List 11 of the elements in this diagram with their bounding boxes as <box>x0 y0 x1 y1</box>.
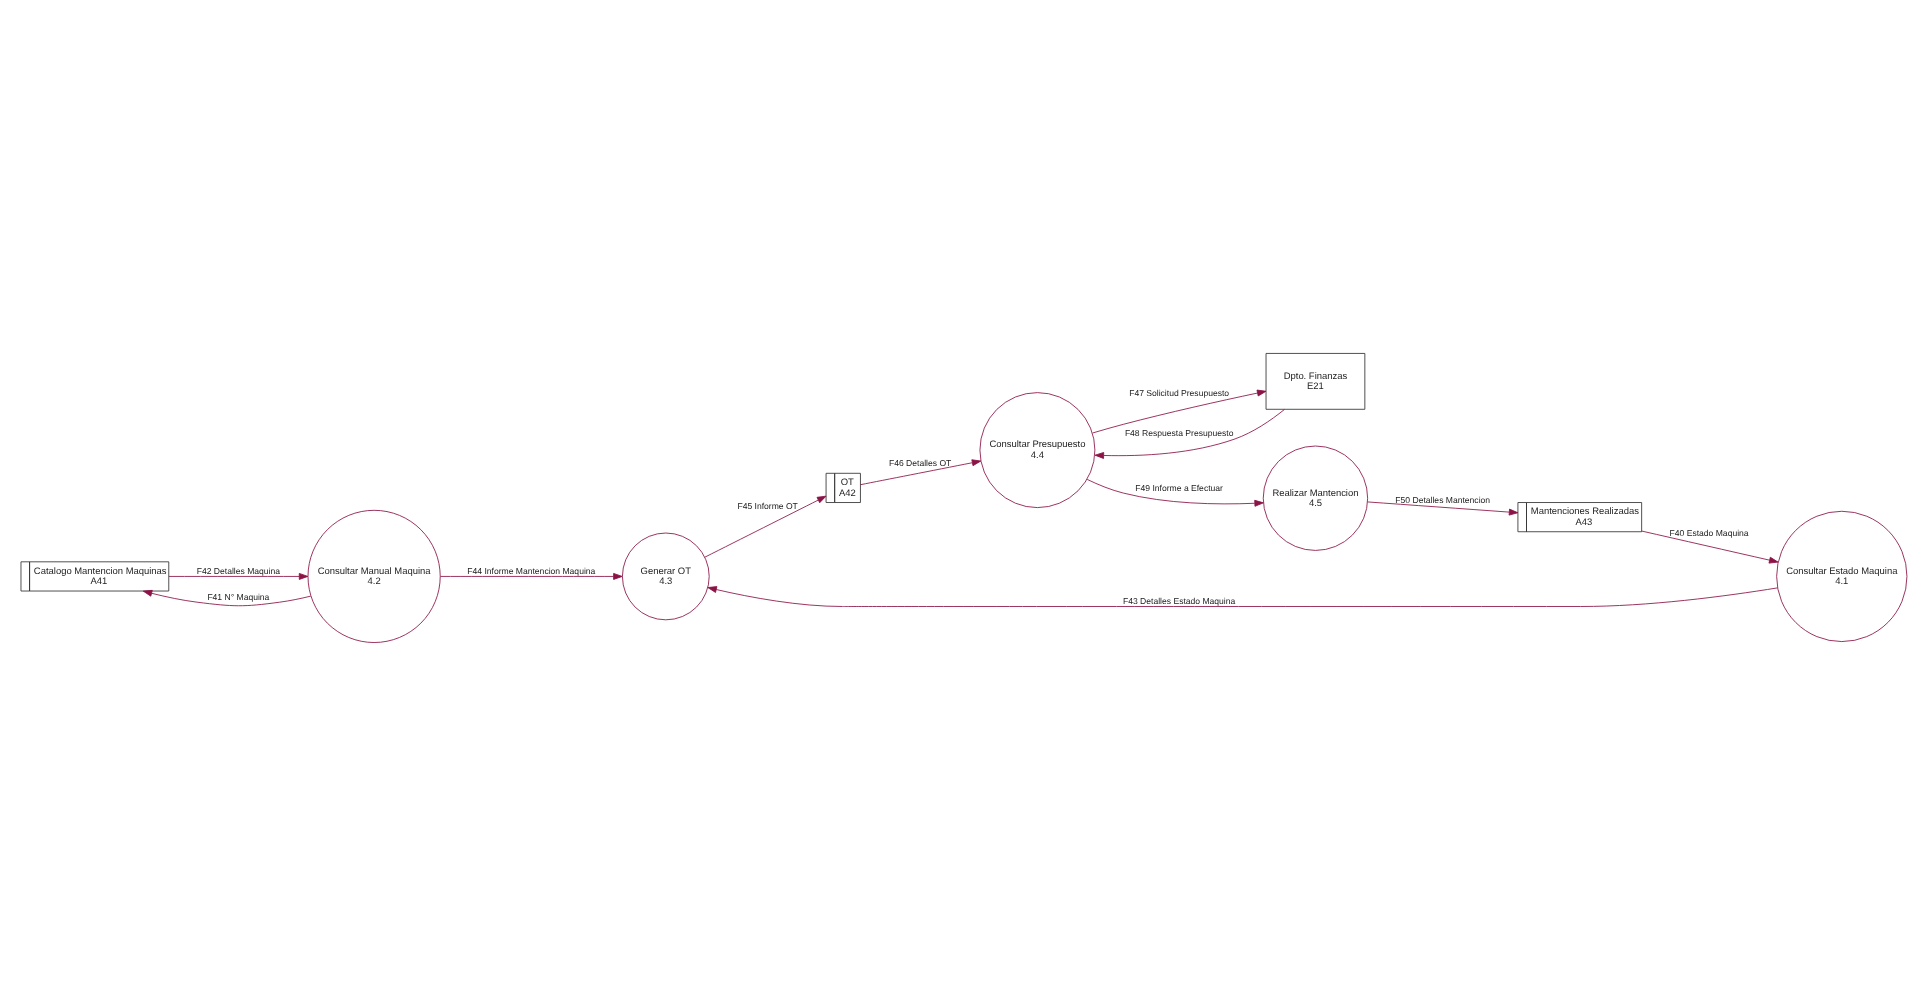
arrow <box>440 573 623 580</box>
arrow <box>860 459 982 486</box>
arrow <box>1367 501 1519 516</box>
arrow <box>707 586 1778 607</box>
arrow <box>704 495 827 558</box>
arrow <box>142 589 312 607</box>
arrow <box>168 573 309 580</box>
arrow <box>1641 530 1779 564</box>
arrow <box>1092 389 1267 434</box>
arrow <box>1086 478 1264 507</box>
arrow <box>1094 409 1285 459</box>
